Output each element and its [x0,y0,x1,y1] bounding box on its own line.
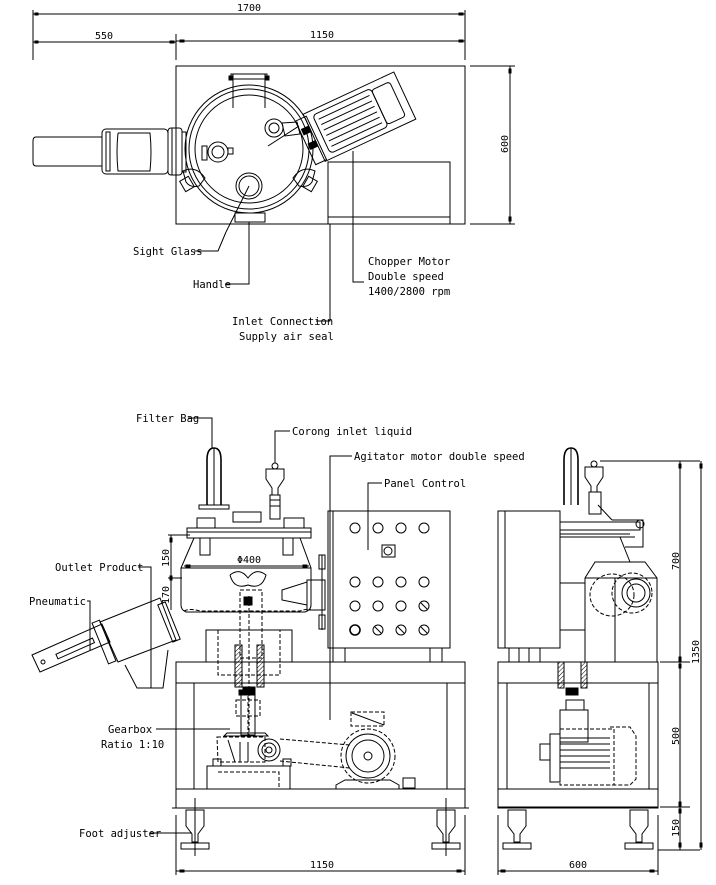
front-view: 1150 [29,413,525,875]
chopper-motor-plan [294,71,417,166]
label-gearbox: Gearbox [108,724,152,736]
leaders-top [194,151,364,322]
panel-box-plan [327,161,451,225]
dimension-overall-width: 1700 [32,3,466,60]
label-corong-inlet: Corong inlet liquid [292,426,412,438]
dim-600-top: 600 [500,135,511,153]
dim-600-side: 600 [569,860,587,871]
dim-550: 550 [95,31,113,42]
outlet-pneumatic [31,597,181,689]
side-foot-right [629,809,649,843]
base-frame-outline [175,65,466,225]
dim-phi400: Φ400 [237,555,261,566]
vessel-plan [178,73,319,233]
panel-box-side [497,510,561,649]
label-outlet-product: Outlet Product [55,562,144,574]
label-supply-air-seal: Supply air seal [239,331,334,343]
top-view: 1700 550 1150 600 [32,3,515,343]
dimension-base-width: 1150 [175,815,466,875]
corong-inlet [265,462,285,520]
vessel-dimensions: 150 170 Φ400 [161,534,309,610]
base-frame-side [497,661,659,809]
chopper-motor-side [584,561,658,663]
dimension-body-width: 1150 [176,30,465,43]
label-sight-glass: Sight Glass [133,246,203,258]
label-inlet-connection: Inlet Connection [232,316,333,328]
label-ratio: Ratio 1:10 [101,739,164,751]
label-panel-control: Panel Control [384,478,466,490]
label-rpm: 1400/2800 rpm [368,286,450,298]
dim-150-lid: 150 [161,549,172,567]
chopper-front [281,554,326,630]
label-handle: Handle [193,279,231,291]
dim-1700: 1700 [237,3,261,14]
label-foot-adjuster: Foot adjuster [79,828,161,840]
side-foot-left [507,809,527,843]
side-dimensions: 700 500 150 1350 600 [497,460,703,875]
label-agitator-motor: Agitator motor double speed [354,451,525,463]
coupling [235,689,261,736]
agitator-motor [335,711,416,789]
dimension-left-extension: 550 [33,31,177,60]
dim-1350: 1350 [691,640,702,664]
label-double-speed: Double speed [368,271,444,283]
leaders-front [87,417,382,834]
side-view: 700 500 150 1350 600 [497,447,703,875]
control-panel [327,510,451,663]
gearbox [206,732,292,790]
foot-right [431,798,461,856]
filter-bag [198,447,230,510]
label-chopper-motor: Chopper Motor [368,256,450,268]
panel-buttons [349,576,430,636]
lid-fitting [232,511,262,523]
label-pneumatic: Pneumatic [29,596,86,608]
dimension-depth: 600 [470,65,515,225]
motor-side [539,699,637,786]
label-filter-bag: Filter Bag [136,413,199,425]
dim-170-bowl: 170 [161,586,172,604]
dim-500: 500 [671,727,682,745]
dim-1150-bottom: 1150 [310,860,334,871]
dim-700: 700 [671,552,682,570]
vessel-front [180,517,312,740]
dim-150-foot: 150 [671,819,682,837]
base-frame-front [172,661,469,809]
foot-left [180,798,210,856]
outlet-tube-plan [32,127,187,176]
dim-1150-top: 1150 [310,30,334,41]
